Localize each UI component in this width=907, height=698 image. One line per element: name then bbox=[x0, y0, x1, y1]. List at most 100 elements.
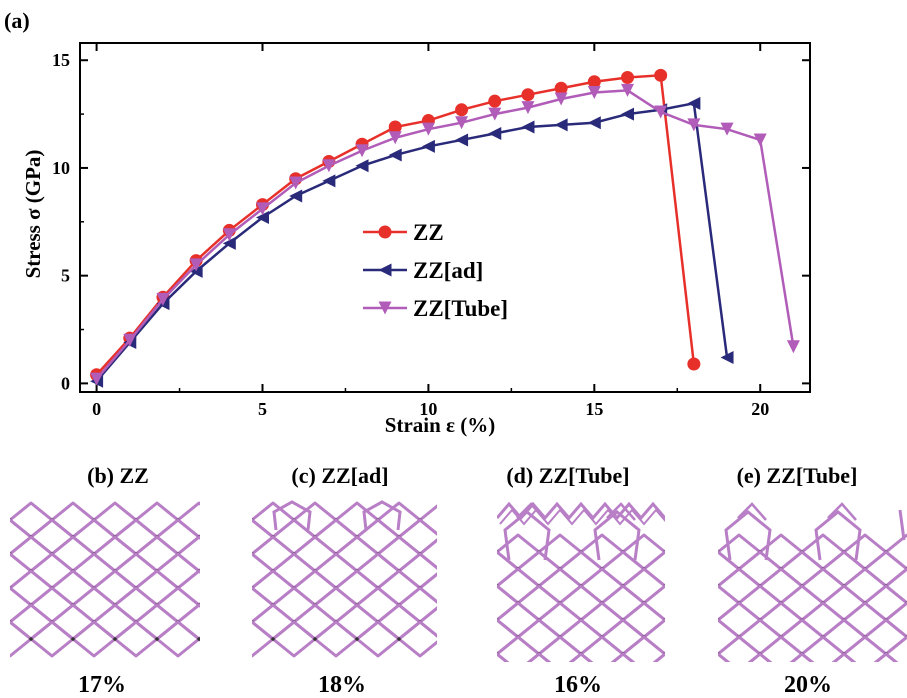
data-point bbox=[687, 118, 701, 132]
lattice-cell bbox=[504, 503, 546, 537]
lattice-cell bbox=[718, 550, 741, 588]
lattice-atom bbox=[768, 601, 772, 605]
lattice-cell bbox=[718, 601, 762, 639]
lattice-cell bbox=[718, 533, 762, 571]
lattice-cell bbox=[176, 603, 200, 641]
lattice-cell bbox=[621, 533, 665, 571]
lattice-atom bbox=[229, 569, 233, 573]
lattice-atom bbox=[281, 637, 285, 641]
lattice-atom bbox=[516, 669, 520, 673]
lattice-cell bbox=[718, 567, 762, 605]
lattice-cell bbox=[418, 538, 437, 570]
data-point bbox=[388, 148, 402, 162]
lattice-bonds bbox=[229, 500, 546, 658]
panel-c-label: (c) ZZ[ad] bbox=[291, 463, 388, 488]
lattice-cell bbox=[252, 620, 254, 624]
lattice-bonds bbox=[10, 501, 285, 658]
tube-ring-back bbox=[606, 502, 636, 521]
lattice-cell bbox=[134, 603, 180, 641]
lattice-cell bbox=[376, 569, 422, 607]
lattice-cell bbox=[50, 603, 96, 641]
panel-e-strain: 20% bbox=[784, 672, 832, 698]
lattice-cell bbox=[516, 550, 562, 588]
series-zz bbox=[90, 68, 701, 382]
lattice-atom bbox=[460, 620, 464, 624]
lattice-atom bbox=[281, 603, 285, 607]
lattice-cell bbox=[800, 635, 846, 662]
lattice-cell bbox=[579, 635, 625, 662]
data-point bbox=[521, 88, 535, 102]
panel-d-strain: 16% bbox=[554, 672, 602, 698]
lattice-cell bbox=[220, 503, 262, 537]
lattice-cell bbox=[568, 652, 594, 662]
data-point bbox=[388, 120, 402, 134]
lattice-atom bbox=[695, 567, 699, 571]
lattice-atom bbox=[726, 601, 730, 605]
lattice-cell bbox=[241, 622, 283, 656]
legend-label: ZZ[ad] bbox=[413, 258, 483, 283]
lattice-cell bbox=[397, 620, 437, 658]
lattice-atom bbox=[695, 601, 699, 605]
lattice-atom bbox=[239, 535, 243, 539]
lattice-cell bbox=[252, 552, 275, 590]
lattice-cell bbox=[873, 652, 899, 662]
lattice-cell bbox=[718, 652, 731, 662]
lattice-cell bbox=[197, 602, 200, 608]
lattice-atom bbox=[481, 569, 485, 573]
lattice-atom bbox=[863, 669, 867, 673]
lattice-cell bbox=[686, 586, 728, 620]
lattice-cell bbox=[71, 620, 117, 658]
lattice-cell bbox=[821, 550, 867, 588]
lattice-cell bbox=[92, 535, 138, 573]
lattice-cell bbox=[842, 533, 888, 571]
lattice-atom bbox=[481, 603, 485, 607]
lattice-atom bbox=[155, 637, 159, 641]
panel-a-label: (a) bbox=[4, 8, 30, 33]
lattice-cell bbox=[252, 518, 275, 556]
lattice-atom bbox=[474, 567, 478, 571]
lattice-cell bbox=[252, 501, 296, 539]
lattice-cell bbox=[579, 567, 625, 605]
lattice-atom bbox=[768, 567, 772, 571]
lattice-atom bbox=[695, 669, 699, 673]
lattice-cell bbox=[271, 586, 317, 624]
lattice-cell bbox=[29, 620, 75, 658]
lattice-cell bbox=[441, 554, 483, 588]
lattice-cell bbox=[800, 567, 846, 605]
lattice-atom bbox=[705, 584, 709, 588]
panel-b-label: (b) ZZ bbox=[87, 463, 149, 488]
lattice-cell bbox=[271, 552, 317, 590]
y-tick-label: 0 bbox=[61, 373, 70, 393]
lattice-cell bbox=[252, 620, 275, 658]
lattice-cell bbox=[397, 552, 437, 590]
lattice-image-d bbox=[474, 501, 812, 673]
lattice-atom bbox=[239, 637, 243, 641]
lattice-cell bbox=[441, 520, 483, 554]
data-point bbox=[355, 144, 369, 158]
tube-ring-back bbox=[827, 502, 857, 521]
panel-c-strain: 18% bbox=[318, 672, 366, 698]
lattice-cell bbox=[537, 567, 583, 605]
lattice-cell bbox=[497, 635, 541, 662]
lattice-cell bbox=[821, 584, 867, 622]
lattice-atom bbox=[460, 518, 464, 522]
lattice-cell bbox=[355, 620, 401, 658]
data-point bbox=[621, 70, 634, 84]
lattice-cell bbox=[516, 618, 562, 656]
lattice-atom bbox=[684, 601, 688, 605]
lattice-cell bbox=[770, 552, 812, 586]
lattice-cell bbox=[497, 601, 541, 639]
lattice-cell bbox=[252, 586, 275, 624]
data-point bbox=[388, 131, 402, 145]
lattice-cell bbox=[718, 584, 720, 588]
lattice-cell bbox=[50, 501, 96, 539]
lattice-cell bbox=[621, 567, 665, 605]
lattice-atom bbox=[460, 586, 464, 590]
x-tick-label: 0 bbox=[92, 399, 101, 419]
lattice-cell bbox=[252, 518, 254, 522]
y-tick-label: 15 bbox=[52, 50, 70, 70]
lattice-cell bbox=[252, 603, 296, 641]
lattice-cell bbox=[779, 550, 825, 588]
data-point bbox=[455, 116, 469, 130]
lattice-image-c bbox=[229, 500, 546, 658]
